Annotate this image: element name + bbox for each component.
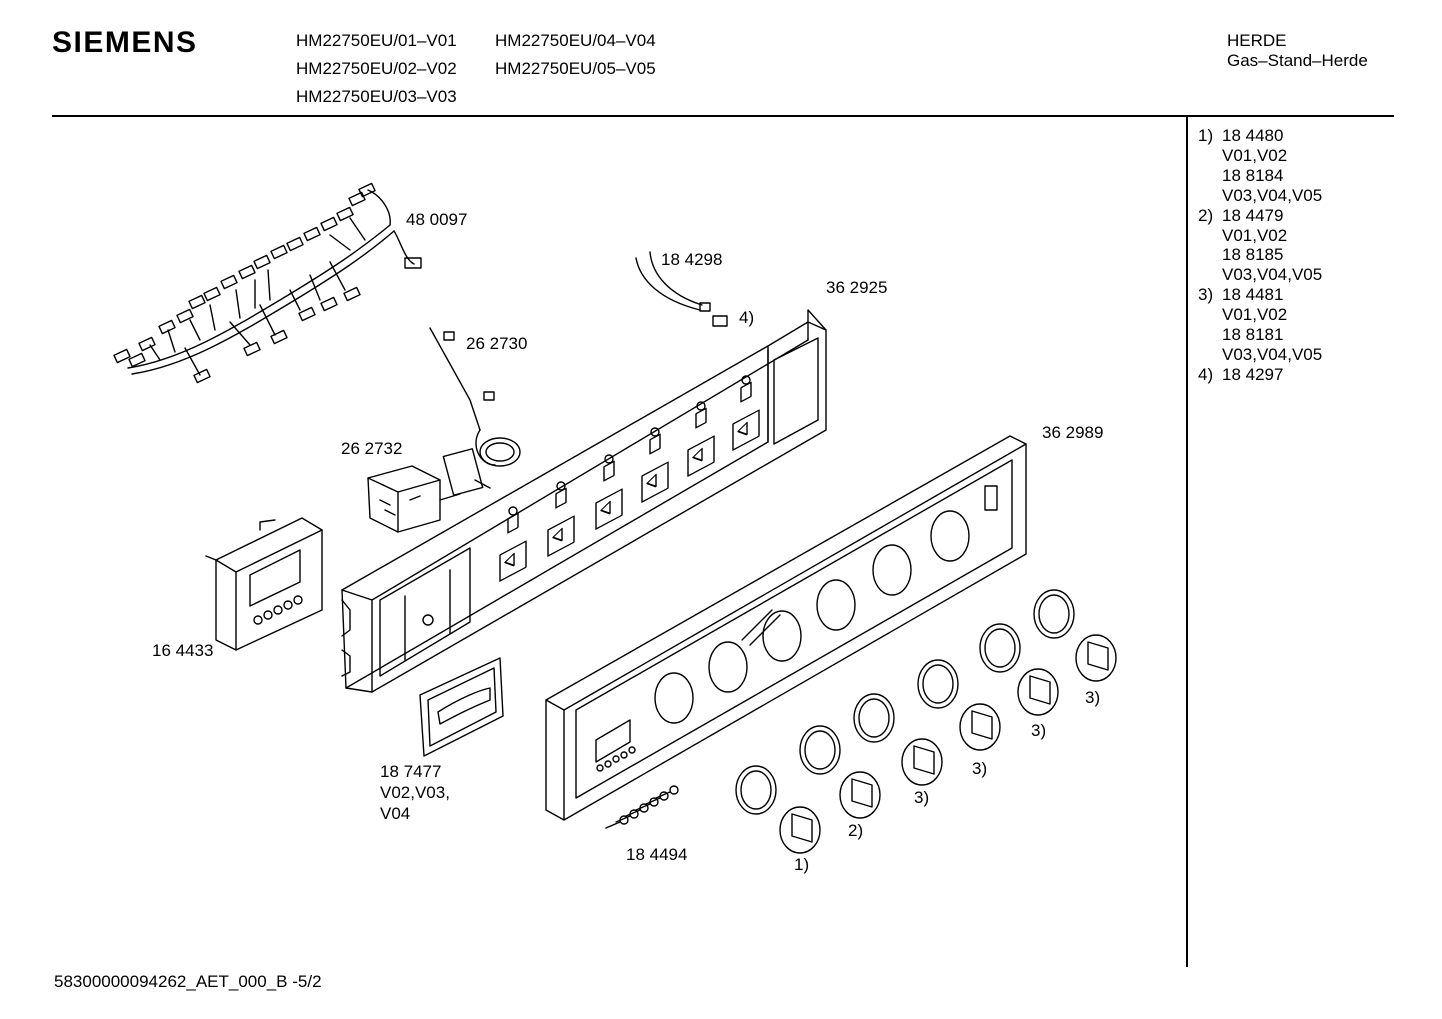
model-number: HM22750EU/05–V05 — [495, 59, 656, 78]
part-label: V02,V03, — [380, 783, 450, 802]
rear-panel-switch-slots — [499, 375, 760, 582]
page-number: -5/2 — [292, 972, 322, 991]
legend-divider — [1186, 117, 1188, 967]
model-number: HM22750EU/04–V04 — [495, 31, 656, 50]
wiring-harness-part — [113, 182, 422, 384]
knob-ref-label: 3) — [1031, 721, 1047, 740]
legend-line: V01,V02 — [1222, 305, 1288, 325]
timer-clock-part — [205, 517, 323, 651]
legend-line: 18 4297 — [1222, 364, 1284, 384]
rear-control-panel — [341, 309, 827, 693]
category-title: HERDE — [1227, 31, 1287, 50]
part-label: 48 0097 — [406, 210, 468, 229]
part-label: 36 2989 — [1042, 423, 1104, 442]
part-label: 36 2925 — [826, 278, 888, 297]
thermostat-part — [429, 327, 521, 496]
legend-line: 18 8181 — [1222, 325, 1284, 345]
part-label: V04 — [380, 804, 411, 823]
display-trim-frame — [419, 657, 504, 757]
legend-line: V03,V04,V05 — [1222, 344, 1323, 364]
front-control-fascia — [545, 435, 1027, 821]
knob-rings — [735, 589, 1075, 815]
selector-switch-part — [367, 465, 461, 533]
legend-ref: 3) — [1198, 285, 1214, 305]
part-label: 26 2732 — [341, 439, 403, 458]
legend-line: V03,V04,V05 — [1222, 185, 1323, 205]
legend-ref: 4) — [1198, 364, 1214, 384]
thermocouple-part — [635, 251, 728, 327]
legend-line: 18 4481 — [1222, 285, 1284, 305]
model-number: HM22750EU/01–V01 — [296, 31, 457, 50]
knob-ref-label: 3) — [1085, 688, 1101, 707]
knob-ref-label: 2) — [848, 821, 864, 840]
document-footer: 58300000094262_AET_000_B -5/2 — [54, 972, 322, 992]
part-label: 18 7477 — [380, 762, 442, 781]
part-label: 18 4494 — [626, 845, 688, 864]
model-number: HM22750EU/02–V02 — [296, 59, 457, 78]
legend-ref: 1) — [1198, 126, 1214, 145]
knob-ref-label: 3) — [972, 759, 988, 778]
legend-line: V01,V02 — [1222, 225, 1288, 245]
legend-line: 18 4479 — [1222, 205, 1284, 225]
header-divider — [52, 115, 1394, 117]
part-label: 16 4433 — [152, 641, 214, 660]
part-label: 4) — [739, 308, 755, 327]
knob-ref-label: 3) — [914, 788, 930, 807]
legend-line: V01,V02 — [1222, 145, 1288, 165]
legend-line: 18 4480 — [1222, 126, 1284, 145]
category-subtitle: Gas–Stand–Herde — [1227, 51, 1368, 70]
legend-line: V03,V04,V05 — [1222, 265, 1323, 285]
model-number: HM22750EU/03–V03 — [296, 87, 457, 106]
part-label: 18 4298 — [661, 250, 723, 269]
part-label: 26 2730 — [466, 334, 528, 353]
control-knobs — [779, 634, 1117, 854]
document-id: 58300000094262_AET_000_B — [54, 972, 288, 991]
screw-set-part — [605, 785, 679, 829]
brand-logo: SIEMENS — [52, 26, 198, 59]
legend-ref: 2) — [1198, 205, 1214, 225]
knob-ref-label: 1) — [794, 855, 810, 874]
variant-legend: 1) 18 4480 V01,V02 18 8184 V03,V04,V05 2)… — [1198, 126, 1322, 385]
legend-line: 18 8184 — [1222, 165, 1284, 185]
legend-line: 18 8185 — [1222, 245, 1284, 265]
